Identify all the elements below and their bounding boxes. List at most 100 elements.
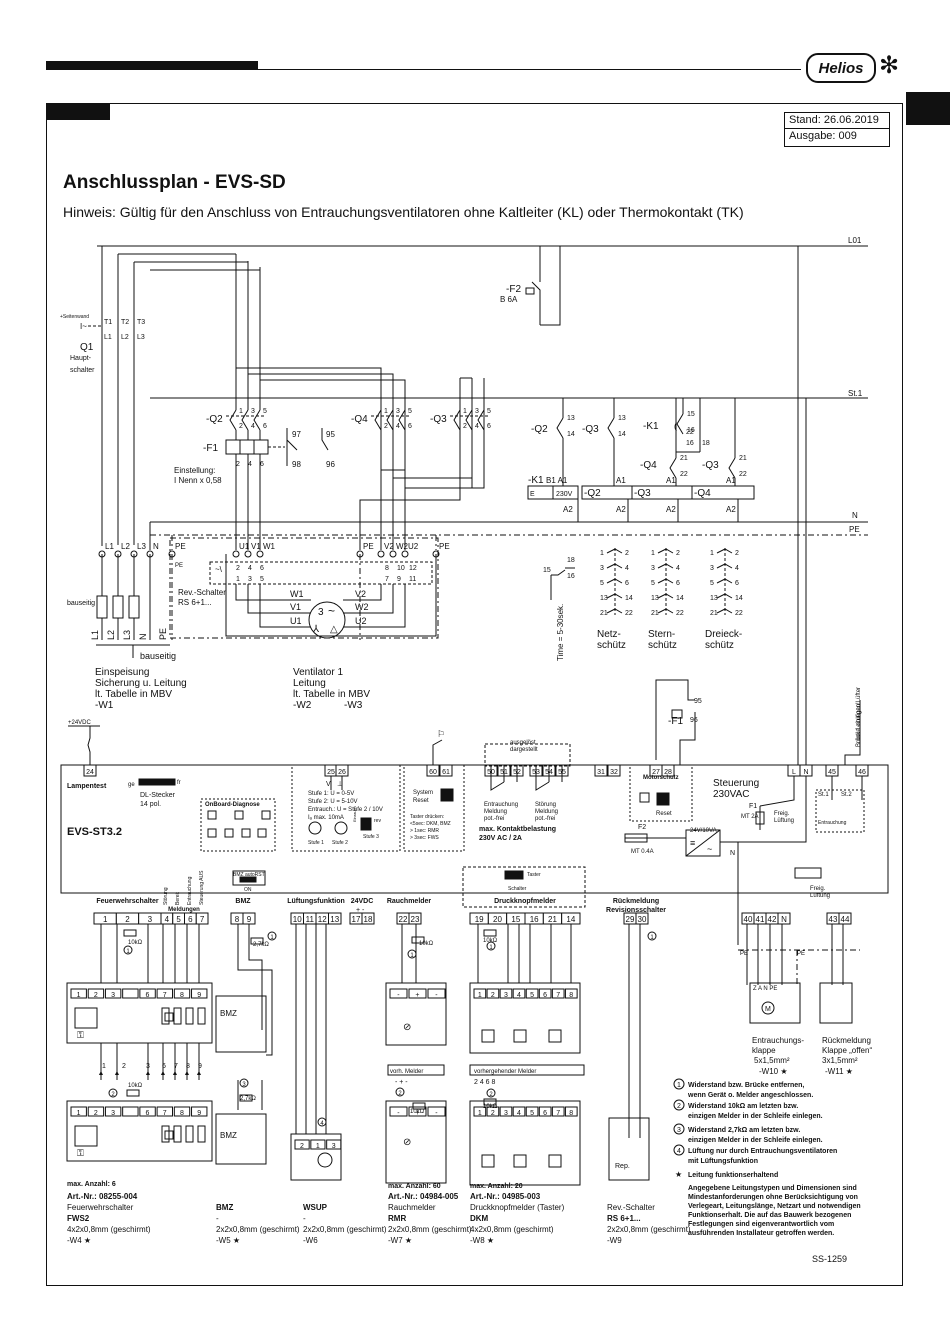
up-num: 3 xyxy=(146,1063,150,1070)
rmr-vorh-label: vorh. Melder xyxy=(390,1069,423,1075)
f1-element xyxy=(253,439,269,455)
f1-t: 4 xyxy=(248,461,252,468)
kl2-terminal-label: 44 xyxy=(841,915,850,924)
taster-text: > 3sec: FWS xyxy=(410,835,439,841)
ctrl-terminal-label: 45 xyxy=(828,769,836,776)
f1-ctrl-label: -F1 xyxy=(668,716,683,727)
terminal-label: L3 xyxy=(137,542,146,551)
q3-coil-a2: A2 xyxy=(666,505,676,514)
k1-aux-t: 16 xyxy=(687,427,695,434)
fws-terminal-label: 2 xyxy=(125,915,130,924)
wsup-code: WSUP xyxy=(303,1203,328,1212)
bmz-on: ON xyxy=(244,887,252,893)
kl-terminal xyxy=(777,912,791,925)
footnote: ausführenden Installateur getroffen werd… xyxy=(688,1230,834,1237)
fws-device-term xyxy=(87,1106,105,1117)
page-hint: Hinweis: Gültig für den Anschluss von En… xyxy=(63,204,744,220)
kl-terminal-label: 42 xyxy=(768,915,777,924)
stern-t: 2 xyxy=(676,550,680,557)
dkm-device2-term-label: 6 xyxy=(543,1110,547,1117)
footnote: Mindestanforderungen ohne Berücksichtigu… xyxy=(688,1194,858,1201)
q2-t: 4 xyxy=(251,423,255,430)
fws-led-res xyxy=(185,1125,194,1143)
klappe2-name: Klappe „offen“ xyxy=(822,1046,872,1055)
q2-pole xyxy=(241,409,249,431)
rail-st1-label: St.1 xyxy=(848,389,863,398)
note-4-text: Lüftung nur durch Entrauchungsventilator… xyxy=(688,1148,837,1155)
fws-head: Feuerwehrschalter xyxy=(96,898,159,905)
dkm-device-term-label: 5 xyxy=(530,992,534,999)
motor-frame-wire xyxy=(225,554,437,637)
rmr-device-term xyxy=(389,988,408,999)
dreieck-t: 2 xyxy=(735,550,739,557)
v-sym: V xyxy=(326,781,331,788)
dkm-key xyxy=(548,1029,562,1043)
f1-no xyxy=(321,428,329,451)
f2mt: F2 xyxy=(638,824,646,831)
tc-t: 16 xyxy=(567,573,575,580)
q2-label: -Q2 xyxy=(206,414,223,425)
terminal-label: PE xyxy=(363,542,374,551)
up-arrow: ▲ xyxy=(196,1070,203,1077)
up-num: 7 xyxy=(174,1063,178,1070)
stern-t: 4 xyxy=(676,565,680,572)
rev-t: 1 xyxy=(236,576,240,583)
terminal xyxy=(244,550,252,558)
ausgabe: Ausgabe: 009 xyxy=(789,130,857,142)
f2-trip xyxy=(525,287,535,295)
dkm-max: max. Anzahl: 20 xyxy=(470,1183,523,1190)
fws-device-term xyxy=(173,988,191,999)
q2-coil-a2: A2 xyxy=(616,505,626,514)
v24-pm: + - xyxy=(356,907,365,914)
fws-device-term xyxy=(122,1106,139,1117)
dkm-device xyxy=(469,982,581,1054)
controller-board xyxy=(60,764,889,894)
footnote: Funktionserhalt. Die auf das Bauwerk bez… xyxy=(688,1212,851,1219)
stern-label: schütz xyxy=(648,640,677,651)
fws-m-terminal-label: 5 xyxy=(176,915,181,924)
note-2-mark xyxy=(673,1099,685,1111)
f1-element xyxy=(239,439,255,455)
netz-t: 6 xyxy=(625,580,629,587)
rmr-head: Rauchmelder xyxy=(387,898,432,905)
bmz-switch-box xyxy=(232,870,266,886)
key-icon: ⚿ xyxy=(77,1148,84,1158)
f1-element xyxy=(225,439,241,455)
stoer-meldung: Meldung xyxy=(535,809,558,815)
q3-aux xyxy=(607,417,615,439)
stufe-t: Stufe 1 xyxy=(308,840,324,846)
note1-mark xyxy=(267,931,277,941)
fws-device xyxy=(66,1100,213,1162)
dkm-s: Schalter xyxy=(508,886,527,892)
netz-label: schütz xyxy=(597,640,626,651)
q3-t: 5 xyxy=(487,408,491,415)
dkm-t: Taster xyxy=(527,872,541,878)
dkm-device-term-label: 6 xyxy=(543,992,547,999)
motor-wind xyxy=(343,584,382,601)
rail-pe-label: PE xyxy=(849,525,860,534)
dkm-device-term xyxy=(486,988,500,999)
f2-contact xyxy=(531,281,541,306)
taster-text: <5sec: DKM, BMZ xyxy=(410,821,451,827)
fws-device-term xyxy=(122,988,139,999)
stern-label: Stern- xyxy=(648,629,675,640)
wsup-device-term-label: 1 xyxy=(316,1143,320,1150)
rmr-device2-term-label: - xyxy=(435,1110,438,1117)
stoer-meldung: Störung xyxy=(535,802,556,808)
f1-c: 97 xyxy=(292,430,301,439)
netz-t: 2 xyxy=(625,550,629,557)
q3-pole xyxy=(477,409,485,431)
motor-star: ⅄ xyxy=(312,624,320,635)
bauseitig-label: bauseitig xyxy=(67,600,95,607)
fan-logo-icon: ✻ xyxy=(878,52,900,79)
terminal-label: V2 xyxy=(384,542,394,551)
rmr-device-term xyxy=(427,988,446,999)
rev-t: 3 xyxy=(248,576,252,583)
diag-led xyxy=(224,828,234,838)
v24-terminal-label: 17 xyxy=(352,915,361,924)
motor-phase: 3 xyxy=(318,607,324,618)
wsup-cable: 2x2x0,8mm (geschirmt) xyxy=(303,1225,387,1234)
fws-device-term xyxy=(139,1106,156,1117)
terminal xyxy=(389,550,397,558)
